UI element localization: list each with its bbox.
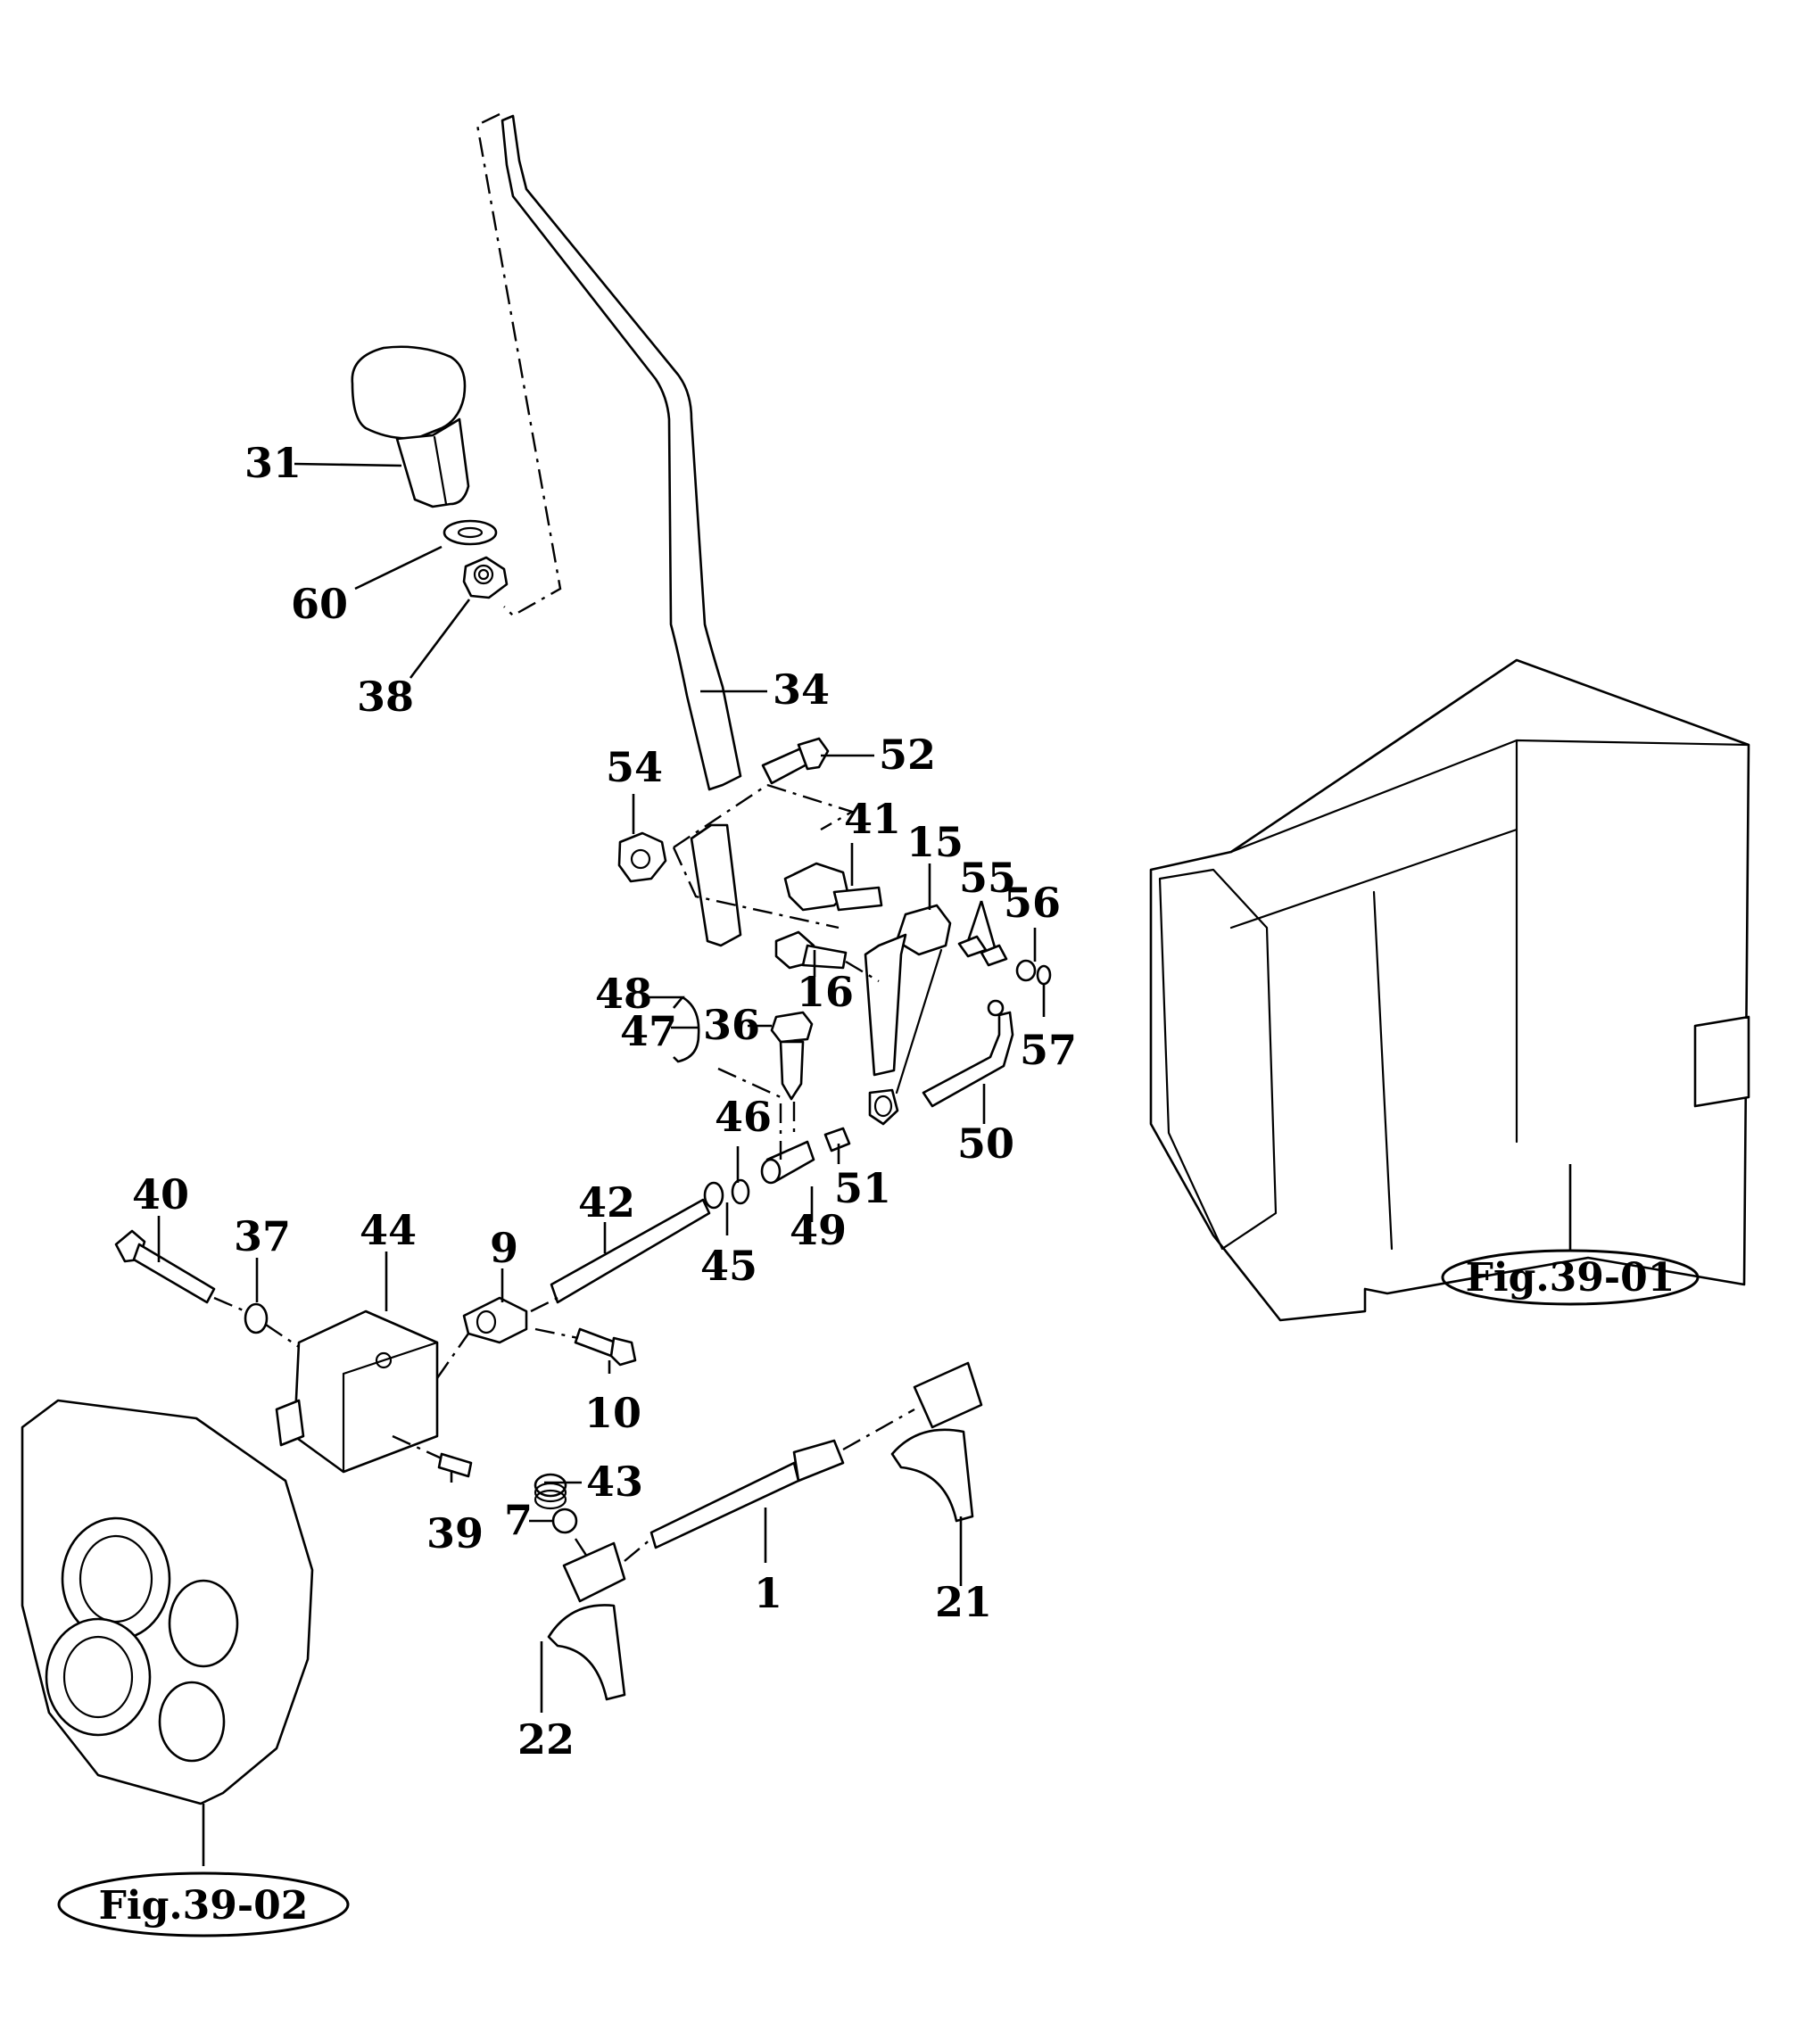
callout-43: 43 [586, 1458, 643, 1506]
transmission-cover [21, 1399, 314, 1805]
callout-36: 36 [703, 1001, 760, 1049]
callout-9: 9 [490, 1224, 518, 1272]
callout-45: 45 [700, 1242, 757, 1290]
washer-part [244, 1302, 269, 1334]
shift-fork-part [890, 1361, 983, 1523]
washer-part [703, 1181, 724, 1210]
figure-ref-label: Fig.39-01 [1466, 1255, 1675, 1301]
shift-arm-part [864, 904, 952, 1126]
shift-lever-part [500, 114, 742, 947]
transmission-case [1149, 658, 1750, 1322]
shift-fork-part [547, 1541, 626, 1701]
callout-15: 15 [906, 818, 964, 866]
shift-lever-fitting-part [462, 1296, 528, 1344]
callout-55: 55 [959, 854, 1016, 902]
callout-21: 21 [935, 1578, 992, 1626]
spring-part [534, 1473, 567, 1510]
bolt-part [114, 1229, 216, 1304]
callout-38: 38 [357, 673, 414, 721]
collar-part [760, 1127, 851, 1185]
pin-part [957, 935, 1008, 967]
callout-1: 1 [754, 1569, 782, 1617]
assembly-guide-line [717, 1067, 796, 1160]
rod-part [922, 999, 1014, 1108]
bolt-part [574, 1327, 637, 1367]
bolt-part [770, 1011, 814, 1101]
callout-60: 60 [291, 580, 348, 628]
callout-16: 16 [797, 968, 854, 1016]
leader-lines [157, 462, 1572, 1866]
figure-ref-label: Fig.39-02 [99, 1883, 309, 1929]
pin-part [437, 1452, 473, 1478]
callout-42: 42 [578, 1178, 635, 1227]
callout-46: 46 [715, 1093, 772, 1141]
callout-34: 34 [773, 665, 830, 714]
callout-54: 54 [606, 743, 663, 791]
callout-48: 48 [595, 970, 652, 1018]
figure-ref-39-01[interactable]: Fig.39-01 [1441, 1249, 1700, 1306]
callout-47: 47 [620, 1007, 677, 1055]
nut-part [617, 831, 667, 883]
assembly-guide-line [476, 112, 562, 617]
clevis-part [783, 862, 883, 912]
callout-37: 37 [234, 1212, 291, 1260]
nut-part [462, 556, 509, 599]
callout-10: 10 [584, 1389, 641, 1437]
callout-40: 40 [132, 1170, 189, 1219]
assembly-guide-line [672, 783, 880, 983]
washer-part [443, 519, 498, 546]
bolt-part [774, 930, 848, 970]
assembly-guide-line [213, 1296, 579, 1460]
shift-housing-part [275, 1309, 439, 1474]
shift-knob-part [351, 345, 470, 508]
callout-57: 57 [1020, 1026, 1077, 1074]
callout-41: 41 [844, 795, 901, 843]
callout-labels: 31 60 38 34 52 54 41 15 55 56 16 48 47 3… [132, 439, 1077, 1764]
figure-ref-39-02[interactable]: Fig.39-02 [57, 1871, 350, 1937]
shift-rod-part [649, 1439, 845, 1549]
washer-part [1015, 959, 1037, 982]
shaft-part [550, 1198, 711, 1304]
callout-7: 7 [504, 1496, 533, 1544]
callout-44: 44 [360, 1206, 417, 1254]
assembly-guide-line [574, 1408, 915, 1562]
clip-part [1036, 964, 1052, 986]
o-ring-part [731, 1178, 750, 1205]
callout-51: 51 [834, 1164, 891, 1212]
callout-50: 50 [957, 1119, 1014, 1168]
ball-part [551, 1508, 578, 1534]
callout-56: 56 [1004, 879, 1061, 927]
callout-39: 39 [426, 1509, 484, 1557]
callout-31: 31 [244, 439, 302, 487]
bolt-part [761, 737, 830, 785]
callout-49: 49 [790, 1206, 847, 1254]
callout-22: 22 [517, 1715, 575, 1764]
callout-52: 52 [879, 731, 936, 779]
